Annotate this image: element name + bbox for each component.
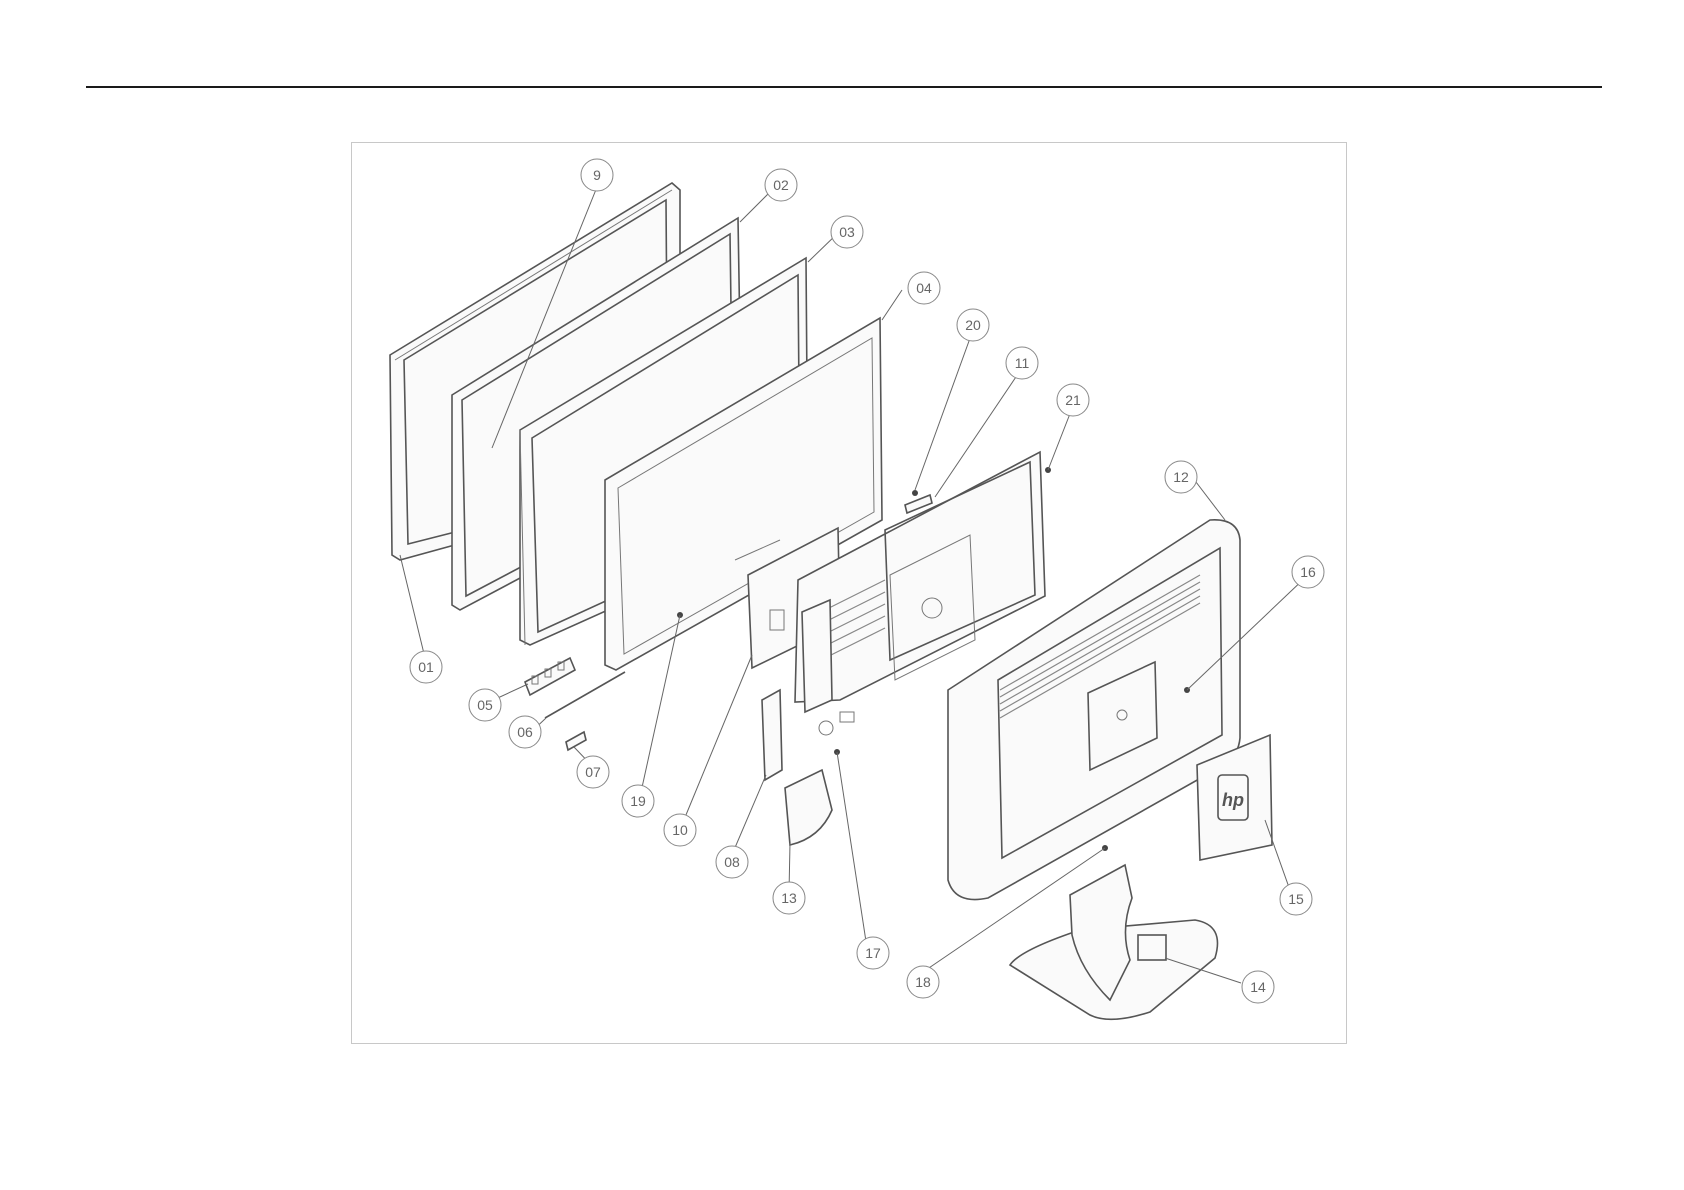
- part-power-button: [566, 732, 586, 750]
- callout-label: 01: [418, 659, 434, 675]
- callout-label: 02: [773, 177, 789, 193]
- part-stand-base: [1010, 865, 1218, 1019]
- callout-17: 17: [857, 937, 889, 969]
- callout-05: 05: [469, 689, 501, 721]
- callout-label: 9: [593, 167, 601, 183]
- callout-label: 17: [865, 945, 881, 961]
- callout-01: 01: [410, 651, 442, 683]
- part-interface-bracket: [762, 690, 782, 780]
- callout-11: 11: [1006, 347, 1038, 379]
- callout-16: 16: [1292, 556, 1324, 588]
- callout-label: 10: [672, 822, 688, 838]
- callout-18: 18: [907, 966, 939, 998]
- callout-14: 14: [1242, 971, 1274, 1003]
- callout-label: 11: [1015, 355, 1030, 371]
- callout-label: 05: [477, 697, 493, 713]
- callout-06: 06: [509, 716, 541, 748]
- callout-label: 07: [585, 764, 601, 780]
- callout-08: 08: [716, 846, 748, 878]
- callout-9: 9: [581, 159, 613, 191]
- part-button-board: [525, 658, 575, 695]
- part-cable-cover: [785, 770, 832, 845]
- callout-13: 13: [773, 882, 805, 914]
- callout-03: 03: [831, 216, 863, 248]
- callout-label: 18: [915, 974, 931, 990]
- callout-21: 21: [1057, 384, 1089, 416]
- callout-label: 16: [1300, 564, 1316, 580]
- callout-02: 02: [765, 169, 797, 201]
- callout-07: 07: [577, 756, 609, 788]
- callout-label: 13: [781, 890, 797, 906]
- callout-20: 20: [957, 309, 989, 341]
- callout-label: 08: [724, 854, 740, 870]
- callout-label: 04: [916, 280, 932, 296]
- callout-19: 19: [622, 785, 654, 817]
- callout-10: 10: [664, 814, 696, 846]
- callout-12: 12: [1165, 461, 1197, 493]
- callout-label: 03: [839, 224, 855, 240]
- callout-label: 19: [630, 793, 646, 809]
- callout-label: 14: [1250, 979, 1266, 995]
- callout-label: 12: [1173, 469, 1189, 485]
- callout-04: 04: [908, 272, 940, 304]
- callout-15: 15: [1280, 883, 1312, 915]
- callout-label: 15: [1288, 891, 1304, 907]
- callout-label: 06: [517, 724, 533, 740]
- svg-text:hp: hp: [1222, 790, 1244, 810]
- callout-label: 20: [965, 317, 981, 333]
- callout-label: 21: [1065, 392, 1081, 408]
